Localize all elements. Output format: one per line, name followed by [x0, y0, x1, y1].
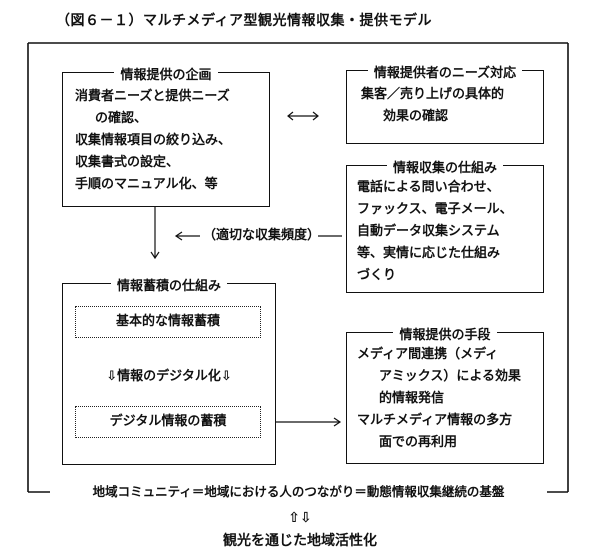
- needs-heading: 情報提供者のニーズ対応: [367, 66, 523, 81]
- footer-label: 観光を通じた地域活性化: [223, 533, 377, 549]
- up-down-arrow-icon: ⇧⇩: [288, 510, 312, 526]
- planning-box: 情報提供の企画 消費者ニーズと提供ニーズ の確認、 収集情報項目の絞り込み、 収…: [62, 68, 270, 207]
- means-box: 情報提供の手段 メディア間連携（メディ アミックス）による効果 的情報発信 マル…: [346, 328, 544, 464]
- collection-line: 自動データ収集システム: [357, 224, 500, 239]
- diagram-title: （図６－１）マルチメディア型観光情報収集・提供モデル: [56, 13, 433, 29]
- double-arrow-icon: [287, 111, 319, 121]
- collection-line: 等、実情に応じた仕組み: [357, 246, 501, 261]
- means-heading: 情報提供の手段: [393, 328, 497, 343]
- means-line: マルチメディア情報の多方: [357, 413, 513, 428]
- means-line: 面での再利用: [379, 435, 458, 450]
- needs-line: 集客／売り上げの具体的: [361, 87, 505, 102]
- digital-storage-box: デジタル情報の蓄積: [75, 406, 261, 438]
- planning-line: 収集情報項目の絞り込み、: [75, 133, 232, 148]
- frequency-label: （適切な収集頻度）: [203, 228, 321, 243]
- foundation-label: 地域コミュニティ＝地域における人のつながり＝動態情報収集継続の基盤: [92, 484, 505, 499]
- means-line: アミックス）による効果: [379, 369, 521, 384]
- collection-line: 電話による問い合わせ、: [357, 180, 500, 195]
- digitize-label: ⇩情報のデジタル化⇩: [106, 369, 232, 384]
- basic-storage-box: 基本的な情報蓄積: [75, 306, 261, 338]
- needs-box: 情報提供者のニーズ対応 集客／売り上げの具体的 効果の確認: [346, 66, 544, 144]
- storage-heading: 情報蓄積の仕組み: [110, 279, 227, 294]
- collection-line: づくり: [357, 268, 397, 283]
- digital-storage-label: デジタル情報の蓄積: [109, 414, 227, 429]
- planning-heading: 情報提供の企画: [114, 68, 218, 83]
- left-arrow-icon: [174, 231, 342, 241]
- storage-box: 情報蓄積の仕組み 基本的な情報蓄積 ⇩情報のデジタル化⇩ デジタル情報の蓄積: [62, 279, 276, 465]
- collection-heading: 情報収集の仕組み: [386, 161, 503, 176]
- planning-line: 消費者ニーズと提供ニーズ: [75, 89, 230, 104]
- planning-line: 収集書式の設定、: [75, 155, 180, 170]
- basic-storage-label: 基本的な情報蓄積: [115, 314, 220, 329]
- down-arrow-icon: [150, 206, 160, 260]
- collection-box: 情報収集の仕組み 電話による問い合わせ、 ファックス、電子メール、 自動データ収…: [346, 161, 544, 293]
- means-line: メディア間連携（メディ: [357, 347, 499, 362]
- planning-line: 手順のマニュアル化、等: [75, 177, 218, 192]
- means-line: 的情報発信: [379, 391, 445, 406]
- collection-line: ファックス、電子メール、: [357, 202, 513, 217]
- needs-line: 効果の確認: [383, 109, 449, 124]
- planning-line: の確認、: [95, 111, 148, 126]
